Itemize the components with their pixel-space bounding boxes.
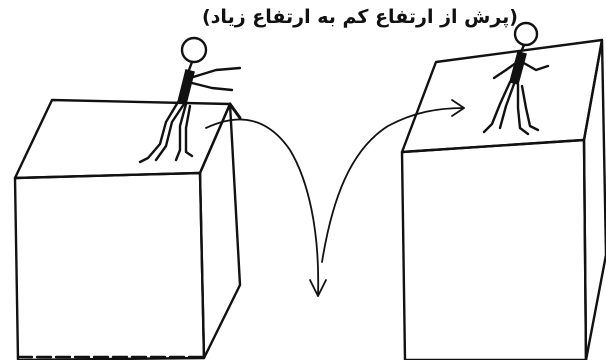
jump-trajectory <box>205 99 465 297</box>
jumper-high-neck <box>519 43 526 54</box>
jumper-low-leg-left <box>138 100 180 164</box>
jumper-high-leg-left <box>482 80 512 134</box>
low-box <box>13 98 242 362</box>
jumper-high-leg-right-b <box>520 84 540 132</box>
ascent-arc <box>321 107 465 263</box>
jumper-high-leg-left-b <box>498 82 516 130</box>
jumper-low-leg-left-b <box>154 102 186 162</box>
jumper-low-arm-back <box>186 80 234 92</box>
low-box-side-face <box>198 102 242 360</box>
jumper-high-leg-right <box>516 82 530 136</box>
low-box-top-face <box>13 98 232 180</box>
jumper-low-leg-right-b <box>184 104 194 158</box>
jumper-figure-low <box>138 36 242 164</box>
jumper-high-arm-right <box>520 60 550 72</box>
descent-arrowhead <box>309 279 327 297</box>
jumper-low-torso <box>177 69 195 105</box>
jumper-high-arm-left <box>492 58 522 80</box>
low-box-front-face <box>13 171 206 362</box>
jumper-low-leg-right <box>174 102 188 162</box>
jumper-high-torso <box>509 51 527 85</box>
jumper-low-head <box>180 36 208 64</box>
jumper-low-arm-front <box>188 66 242 80</box>
jumper-low-neck <box>187 60 194 72</box>
high-box-side-face <box>582 38 606 362</box>
high-box-top-face <box>400 38 604 154</box>
diagram-caption: (پرش از ارتفاع کم به ارتفاع زیاد) <box>202 6 518 28</box>
jumper-high-head <box>513 21 539 47</box>
high-box <box>400 38 606 362</box>
high-box-front-face <box>400 138 588 362</box>
jumper-figure-high <box>482 21 550 136</box>
ascent-arrowhead <box>451 99 465 117</box>
descent-arc <box>205 118 320 297</box>
low-box-edge-mark <box>228 102 242 120</box>
